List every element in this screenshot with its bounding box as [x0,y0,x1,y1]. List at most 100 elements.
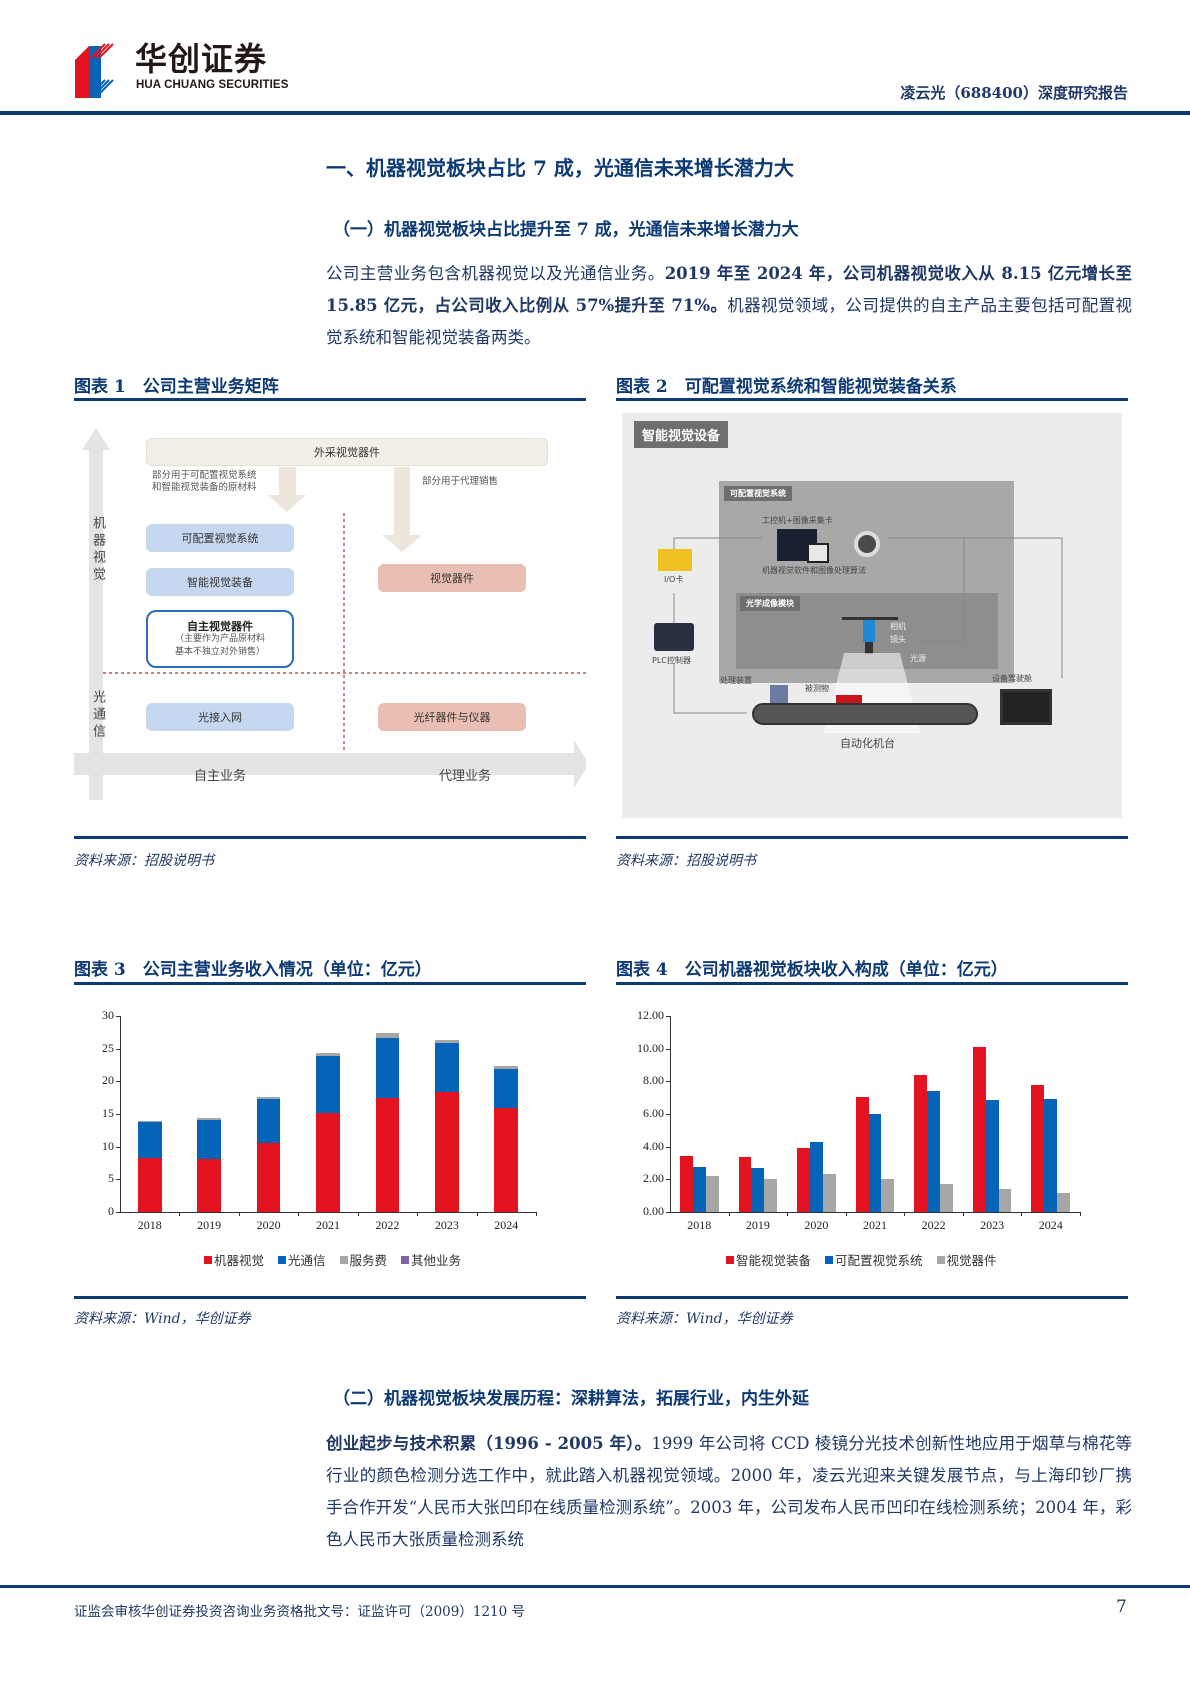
x-tick-label: 2018 [137,1218,162,1232]
y-tick-label: 6.00 [643,1106,664,1120]
label-lens: 镜头 [890,635,906,644]
bar [764,1178,778,1212]
bar [1031,1085,1045,1212]
bar [881,1179,895,1212]
x-tick-label: 2022 [375,1218,400,1232]
note-raw-materials: 部分用于可配置视觉系统 和智能视觉装备的原材料 [152,470,257,493]
legend-label: 其他业务 [411,1253,462,1268]
legend-item: 其他业务 [401,1250,461,1269]
company-logo: 华创证券 HUA CHUANG SECURITIES [75,40,305,100]
y-tick [666,1048,670,1050]
bar-segment [316,1113,340,1212]
x-tick [179,1212,181,1216]
box-own-vision-components: 自主视觉器件 （主要作为产品原材料 基本不独立对外销售） [146,610,294,668]
bar-segment [434,1042,459,1093]
y-tick-label: 15 [102,1106,114,1120]
bar [940,1184,953,1212]
figure-3-title: 图表 3 公司主营业务收入情况（单位：亿元） [74,960,432,980]
legend-swatch-icon [204,1255,212,1264]
label-plc: PLC控制器 [652,656,691,665]
legend-label: 服务费 [349,1253,388,1268]
legend-swatch-icon [401,1255,410,1264]
bar-segment [375,1032,400,1038]
legend-swatch-icon [339,1255,348,1264]
y-axis-optical-comm: 光通信 [90,690,105,741]
legend-item: 光通信 [278,1250,326,1269]
bar [868,1114,882,1212]
subsection-heading: （二）机器视觉板块发展历程：深耕算法，拓展行业，内生外延 [333,1389,809,1409]
x-tick [728,1212,730,1216]
y-axis [670,1016,671,1212]
box-configurable-vision-system: 可配置视觉系统 [146,524,294,552]
figure-2-bottom-rule [616,836,1128,839]
legend-label: 光通信 [288,1253,326,1268]
y-tick [116,1016,120,1017]
x-tick-label: 2019 [197,1218,222,1232]
y-tick-label: 30 [102,1008,114,1022]
bar-segment [375,1097,400,1212]
bar-segment [316,1055,340,1114]
x-tick [1021,1212,1023,1216]
bar-segment [256,1098,281,1144]
logo-chinese-name: 华创证券 [135,40,268,78]
y-tick [116,1081,120,1083]
bar [797,1148,810,1212]
label-light-source: 光源 [910,654,926,663]
y-tick-label: 10.00 [637,1040,664,1055]
bar-segment [434,1092,459,1212]
tag-smart-vision-device: 智能视觉设备 [634,421,729,448]
box-vision-components: 视觉器件 [378,564,526,592]
dashboard-monitor-icon [1000,689,1052,725]
bar-segment [375,1037,400,1098]
box-optical-access-network: 光接入网 [146,703,294,731]
x-tick-label: 2024 [1038,1218,1063,1232]
figure-2-source: 资料来源：招股说明书 [616,853,756,869]
x-tick-label: 2021 [863,1218,887,1232]
x-tick-label: 2021 [316,1218,340,1232]
label-automation-platform: 自动化机台 [840,737,895,750]
label-dashboard: 设备驾驶舱 [992,674,1032,683]
x-tick-label: 2024 [494,1218,519,1232]
x-axis [670,1212,1080,1213]
y-tick-label: 20 [102,1073,114,1088]
x-tick [1080,1212,1081,1216]
paragraph-bold-text: 2019 年至 2024 年，公司机器视觉收入从 8.15 亿元增长至 15.8… [326,264,1132,315]
y-tick-label: 10 [102,1138,114,1153]
bar [809,1141,823,1212]
bar-segment [137,1120,162,1122]
y-tick-label: 8.00 [643,1073,664,1088]
figure-3-rule [74,982,586,985]
y-tick [666,1081,670,1083]
bar [972,1047,986,1212]
body-paragraph: 创业起步与技术积累（1996 - 2005 年）。1999 年公司将 CCD 棱… [326,1428,1132,1556]
bar [1057,1193,1071,1212]
bar [998,1189,1012,1212]
bar-segment [494,1108,519,1212]
x-tick [298,1212,300,1216]
figure-3-bottom-rule [74,1296,586,1299]
x-tick [238,1212,240,1216]
legend-label: 机器视觉 [214,1253,265,1268]
x-tick [417,1212,419,1216]
bar-segment [197,1119,222,1159]
bar [822,1174,836,1212]
own-components-note: 基本不独立对外销售） [174,646,265,657]
figure-4-rule [616,982,1128,985]
legend-label: 智能视觉装备 [736,1253,812,1268]
figure-4-bottom-rule [616,1296,1128,1299]
io-card-icon [658,549,692,571]
figure-1-title: 图表 1 公司主营业务矩阵 [74,377,279,397]
capture-card-icon [807,543,829,563]
lens-icon [865,642,873,654]
y-tick-label: 5 [108,1171,114,1186]
x-tick-label: 2019 [745,1218,770,1232]
label-ipc: 工控机+图像采集卡 [762,516,833,525]
legend-item: 可配置视觉系统 [825,1250,923,1269]
x-tick-label: 2023 [434,1218,459,1232]
figure-2-title: 图表 2 可配置视觉系统和智能视觉装备关系 [616,377,957,397]
own-components-title: 自主视觉器件 [187,619,253,633]
y-tick-label: 0.00 [643,1204,664,1218]
x-tick [845,1212,847,1216]
vision-system-diagram: 智能视觉设备 可配置视觉系统 工控机+图像采集卡 机器视觉软件和图像处理算法 光… [622,413,1122,818]
